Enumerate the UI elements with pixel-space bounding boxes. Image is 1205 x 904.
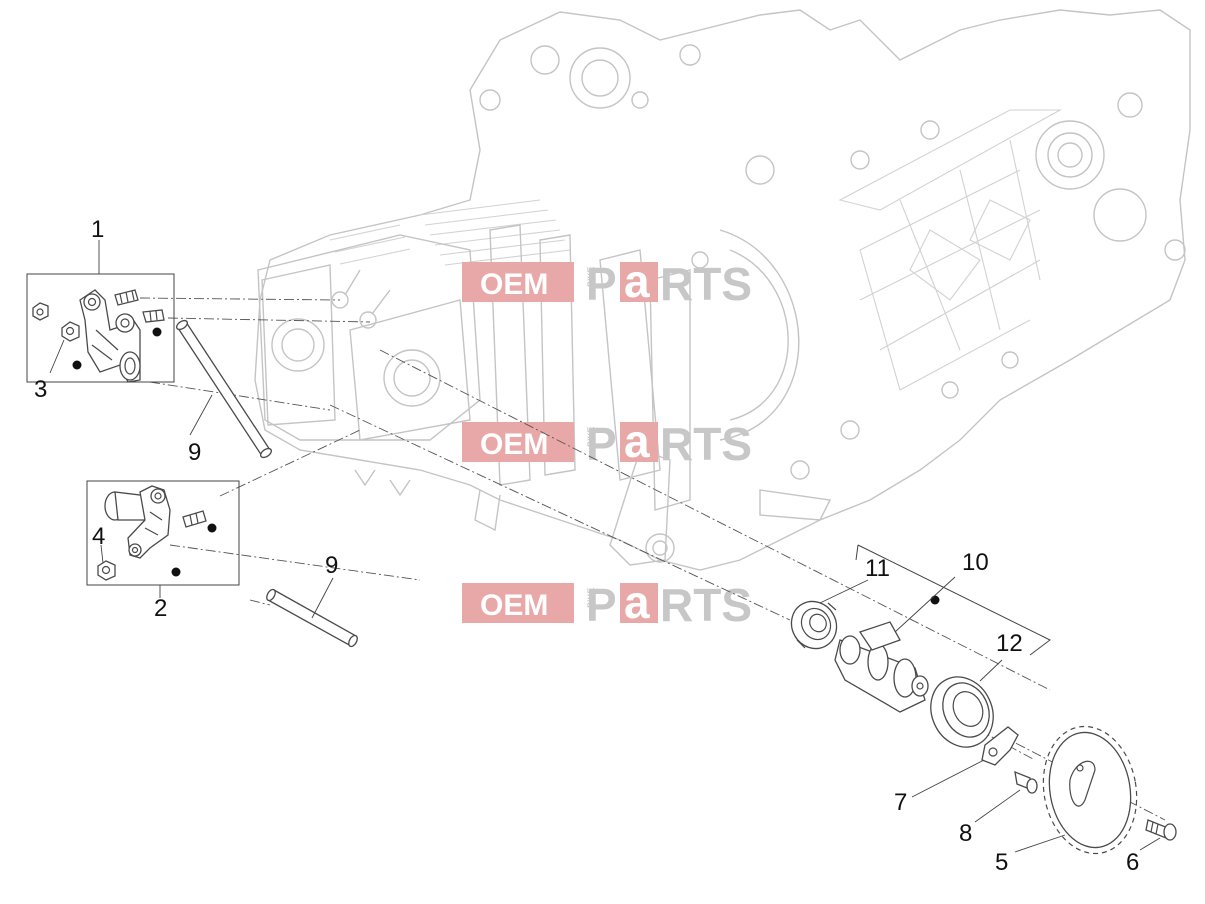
label-part-9-lower: 9 bbox=[325, 552, 338, 579]
nut-icon[interactable] bbox=[32, 302, 80, 342]
svg-text:OEM: OEM bbox=[480, 428, 548, 461]
bearing-11[interactable] bbox=[783, 593, 845, 657]
label-part-6: 6 bbox=[1126, 849, 1139, 876]
leader-lines bbox=[49, 240, 1161, 853]
label-part-2: 2 bbox=[154, 595, 167, 622]
part-number-labels: 1 2 3 4 5 6 7 8 9 9 10 11 12 bbox=[34, 216, 1139, 876]
svg-text:OEM: OEM bbox=[480, 268, 548, 301]
bolt-6[interactable] bbox=[1145, 819, 1177, 841]
svg-text:BIKE: BIKE bbox=[586, 587, 596, 608]
part-2-box bbox=[86, 480, 240, 586]
screw-8[interactable] bbox=[1014, 770, 1038, 794]
label-part-7: 7 bbox=[894, 789, 907, 816]
label-part-12: 12 bbox=[996, 630, 1023, 657]
label-part-10: 10 bbox=[962, 549, 989, 576]
camshaft[interactable] bbox=[834, 621, 929, 713]
adjuster-screw-2[interactable] bbox=[182, 510, 207, 528]
watermark-bottom: OEM BIKE P a RTS bbox=[462, 576, 752, 631]
bearing-12[interactable] bbox=[920, 667, 1005, 758]
label-part-3: 3 bbox=[34, 376, 47, 403]
part-1-box bbox=[26, 273, 175, 383]
svg-text:BIKE: BIKE bbox=[586, 426, 596, 447]
svg-text:P: P bbox=[586, 579, 617, 631]
rocker-arm-exhaust[interactable] bbox=[79, 289, 141, 383]
label-part-1: 1 bbox=[91, 216, 104, 243]
watermark-top: OEM BIKE P a RTS bbox=[462, 255, 752, 310]
svg-text:OEM: OEM bbox=[480, 589, 548, 622]
bullet-dot bbox=[152, 327, 162, 337]
label-part-9-upper: 9 bbox=[188, 439, 201, 466]
svg-text:RTS: RTS bbox=[660, 258, 752, 310]
cam-plate-7[interactable] bbox=[981, 726, 1019, 766]
rocker-arm-intake[interactable] bbox=[104, 485, 171, 559]
label-part-5: 5 bbox=[995, 849, 1008, 876]
bullet-dot bbox=[171, 567, 181, 577]
nut-icon[interactable] bbox=[97, 560, 116, 581]
svg-text:a: a bbox=[624, 576, 650, 628]
label-part-11: 11 bbox=[865, 555, 890, 582]
svg-text:RTS: RTS bbox=[660, 579, 752, 631]
svg-text:P: P bbox=[586, 418, 617, 470]
bullet-dot bbox=[72, 360, 82, 370]
watermark-middle: OEM BIKE P a RTS bbox=[462, 415, 752, 470]
svg-text:BIKE: BIKE bbox=[586, 266, 596, 287]
part-10-bracket bbox=[857, 544, 1051, 656]
svg-text:a: a bbox=[624, 255, 650, 307]
cam-sprocket[interactable] bbox=[1034, 719, 1147, 861]
svg-text:RTS: RTS bbox=[660, 418, 752, 470]
bullet-dot bbox=[207, 523, 217, 533]
svg-text:P: P bbox=[586, 258, 617, 310]
label-part-4: 4 bbox=[92, 523, 105, 550]
svg-text:a: a bbox=[624, 415, 650, 467]
bullet-dot bbox=[930, 595, 940, 605]
rocker-shaft-upper[interactable] bbox=[175, 319, 273, 460]
label-part-8: 8 bbox=[959, 820, 972, 847]
adjuster-screw-1[interactable] bbox=[114, 289, 165, 323]
crankcase-drawing bbox=[254, 9, 1191, 571]
